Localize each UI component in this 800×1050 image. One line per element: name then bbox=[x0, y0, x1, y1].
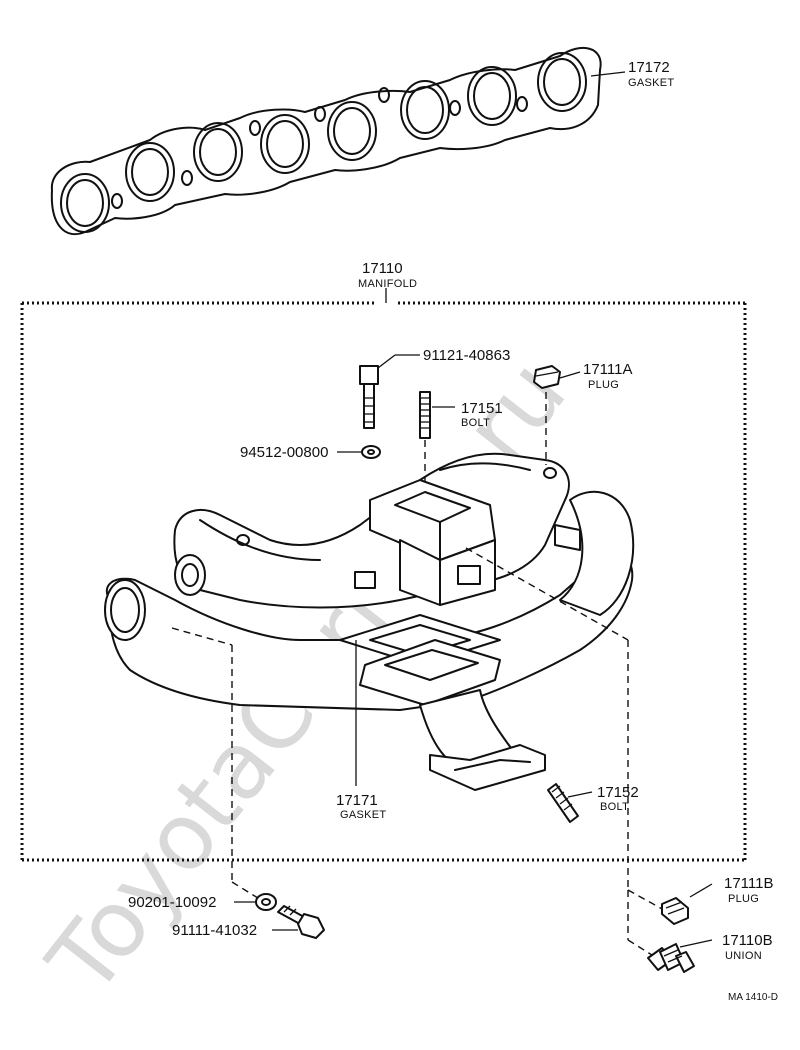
part-name-union: UNION bbox=[725, 950, 762, 962]
part-name-gasket-top: GASKET bbox=[628, 77, 674, 89]
part-number-17171: 17171 bbox=[336, 792, 378, 809]
part-number-17110: 17110 bbox=[362, 260, 403, 277]
washer-90201-10092-drawing bbox=[255, 893, 277, 911]
bolt-91111-41032-drawing bbox=[277, 905, 325, 939]
part-name-bolt-17151: BOLT bbox=[461, 417, 490, 429]
part-name-bolt-17152: BOLT bbox=[600, 801, 629, 813]
figure-code: MA 1410-D bbox=[728, 992, 778, 1003]
bolt-91121-40863-drawing bbox=[359, 365, 379, 429]
washer-94512-00800-drawing bbox=[361, 445, 381, 459]
part-name-plug-b: PLUG bbox=[728, 893, 759, 905]
stud-17152-drawing bbox=[547, 783, 579, 823]
stud-17151-drawing bbox=[419, 391, 431, 439]
plug-17111b-drawing bbox=[661, 897, 689, 925]
part-number-17111a: 17111A bbox=[583, 361, 633, 378]
part-name-gasket-17171: GASKET bbox=[340, 809, 386, 821]
part-number-17172: 17172 bbox=[628, 59, 670, 76]
part-number-91121-40863: 91121-40863 bbox=[423, 347, 510, 364]
exhaust-gasket-drawing bbox=[50, 47, 602, 235]
union-17110b-drawing bbox=[647, 943, 695, 973]
manifold-drawing bbox=[104, 452, 635, 791]
part-number-94512-00800: 94512-00800 bbox=[240, 444, 328, 461]
part-number-17110b: 17110B bbox=[722, 932, 773, 949]
part-number-91111-41032: 91111-41032 bbox=[172, 922, 257, 939]
part-number-90201-10092: 90201-10092 bbox=[128, 894, 216, 911]
part-number-17111b: 17111B bbox=[724, 875, 774, 892]
part-number-17151: 17151 bbox=[461, 400, 503, 417]
part-number-17152: 17152 bbox=[597, 784, 639, 801]
plug-17111a-drawing bbox=[533, 365, 561, 389]
manifold-group-frame bbox=[20, 288, 747, 862]
part-name-plug-a: PLUG bbox=[588, 379, 619, 391]
part-name-manifold: MANIFOLD bbox=[358, 278, 417, 290]
